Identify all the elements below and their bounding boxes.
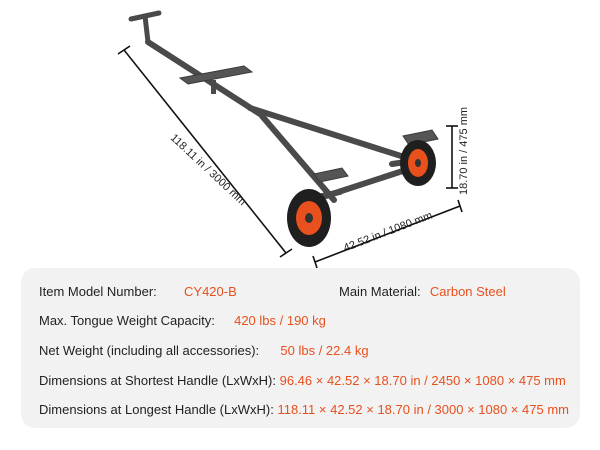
length-dimension-line [117, 45, 293, 258]
spec-label: Max. Tongue Weight Capacity: [39, 313, 215, 328]
front-bunk-pad [178, 65, 254, 85]
front-bunk-post [211, 80, 216, 94]
spec-row-net-weight: Net Weight (including all accessories): … [39, 343, 369, 358]
trailer-dolly-drawing [117, 10, 463, 269]
spec-value: 96.46 × 42.52 × 18.70 in / 2450 × 1080 ×… [279, 373, 566, 388]
handle-grip [128, 10, 162, 45]
spec-value: 50 lbs / 22.4 kg [280, 343, 369, 358]
trailer-dolly-illustration: 118.11 in / 3000 mm 42.52 in / 1080 mm 1… [117, 10, 470, 269]
width-dimension-line [312, 199, 463, 269]
spec-row-tongue-weight: Max. Tongue Weight Capacity: 420 lbs / 1… [39, 313, 326, 328]
frame [247, 105, 423, 203]
spec-label: Main Material: [339, 284, 421, 299]
spec-row-material: Main Material: Carbon Steel [339, 284, 506, 299]
spec-row-model: Item Model Number: CY420-B [39, 284, 237, 299]
height-dimension-line [446, 125, 458, 189]
spec-row-dims-shortest: Dimensions at Shortest Handle (LxWxH): 9… [39, 373, 566, 388]
spec-value: CY420-B [184, 284, 237, 299]
spec-value: 118.11 × 42.52 × 18.70 in / 3000 × 1080 … [277, 402, 569, 417]
front-wheel [287, 189, 331, 247]
spec-label: Dimensions at Longest Handle (LxWxH): [39, 402, 274, 417]
spec-label: Dimensions at Shortest Handle (LxWxH): [39, 373, 276, 388]
rear-bunk-pad [402, 129, 439, 146]
spec-panel: Item Model Number: CY420-B Main Material… [21, 268, 580, 428]
spec-row-dims-longest: Dimensions at Longest Handle (LxWxH): 11… [39, 402, 569, 417]
spec-value: 420 lbs / 190 kg [234, 313, 326, 328]
rear-wheel [400, 140, 436, 186]
height-dimension-label: 18.70 in / 475 mm [458, 106, 470, 196]
spec-label: Net Weight (including all accessories): [39, 343, 260, 358]
spec-value: Carbon Steel [429, 284, 506, 299]
middle-bunk-pad [313, 167, 349, 183]
spec-label: Item Model Number: [39, 284, 157, 299]
